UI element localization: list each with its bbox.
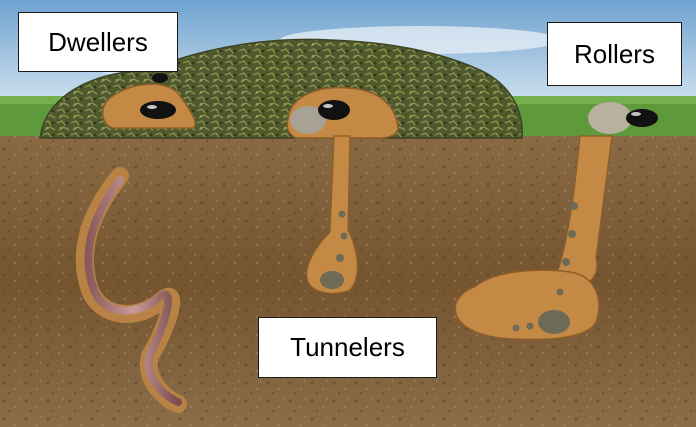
dung-beetle-icon <box>152 73 168 83</box>
brood-ball <box>527 323 534 330</box>
dung-beetle-icon <box>140 101 176 119</box>
label-tunnelers: Tunnelers <box>258 317 437 378</box>
brood-ball <box>538 310 570 334</box>
label-dwellers: Dwellers <box>18 12 178 72</box>
brood-ball <box>562 258 570 266</box>
label-rollers: Rollers <box>547 22 682 86</box>
brood-ball <box>570 202 578 210</box>
brood-ball <box>336 254 344 262</box>
dung-beetle-icon <box>318 100 350 120</box>
brood-ball <box>320 271 344 289</box>
dung-beetle-icon <box>626 109 658 127</box>
brood-ball <box>513 325 520 332</box>
dung-ball-icon <box>588 102 632 134</box>
brood-ball <box>339 211 346 218</box>
brood-ball <box>341 233 348 240</box>
brood-ball <box>568 230 576 238</box>
brood-ball <box>557 289 564 296</box>
